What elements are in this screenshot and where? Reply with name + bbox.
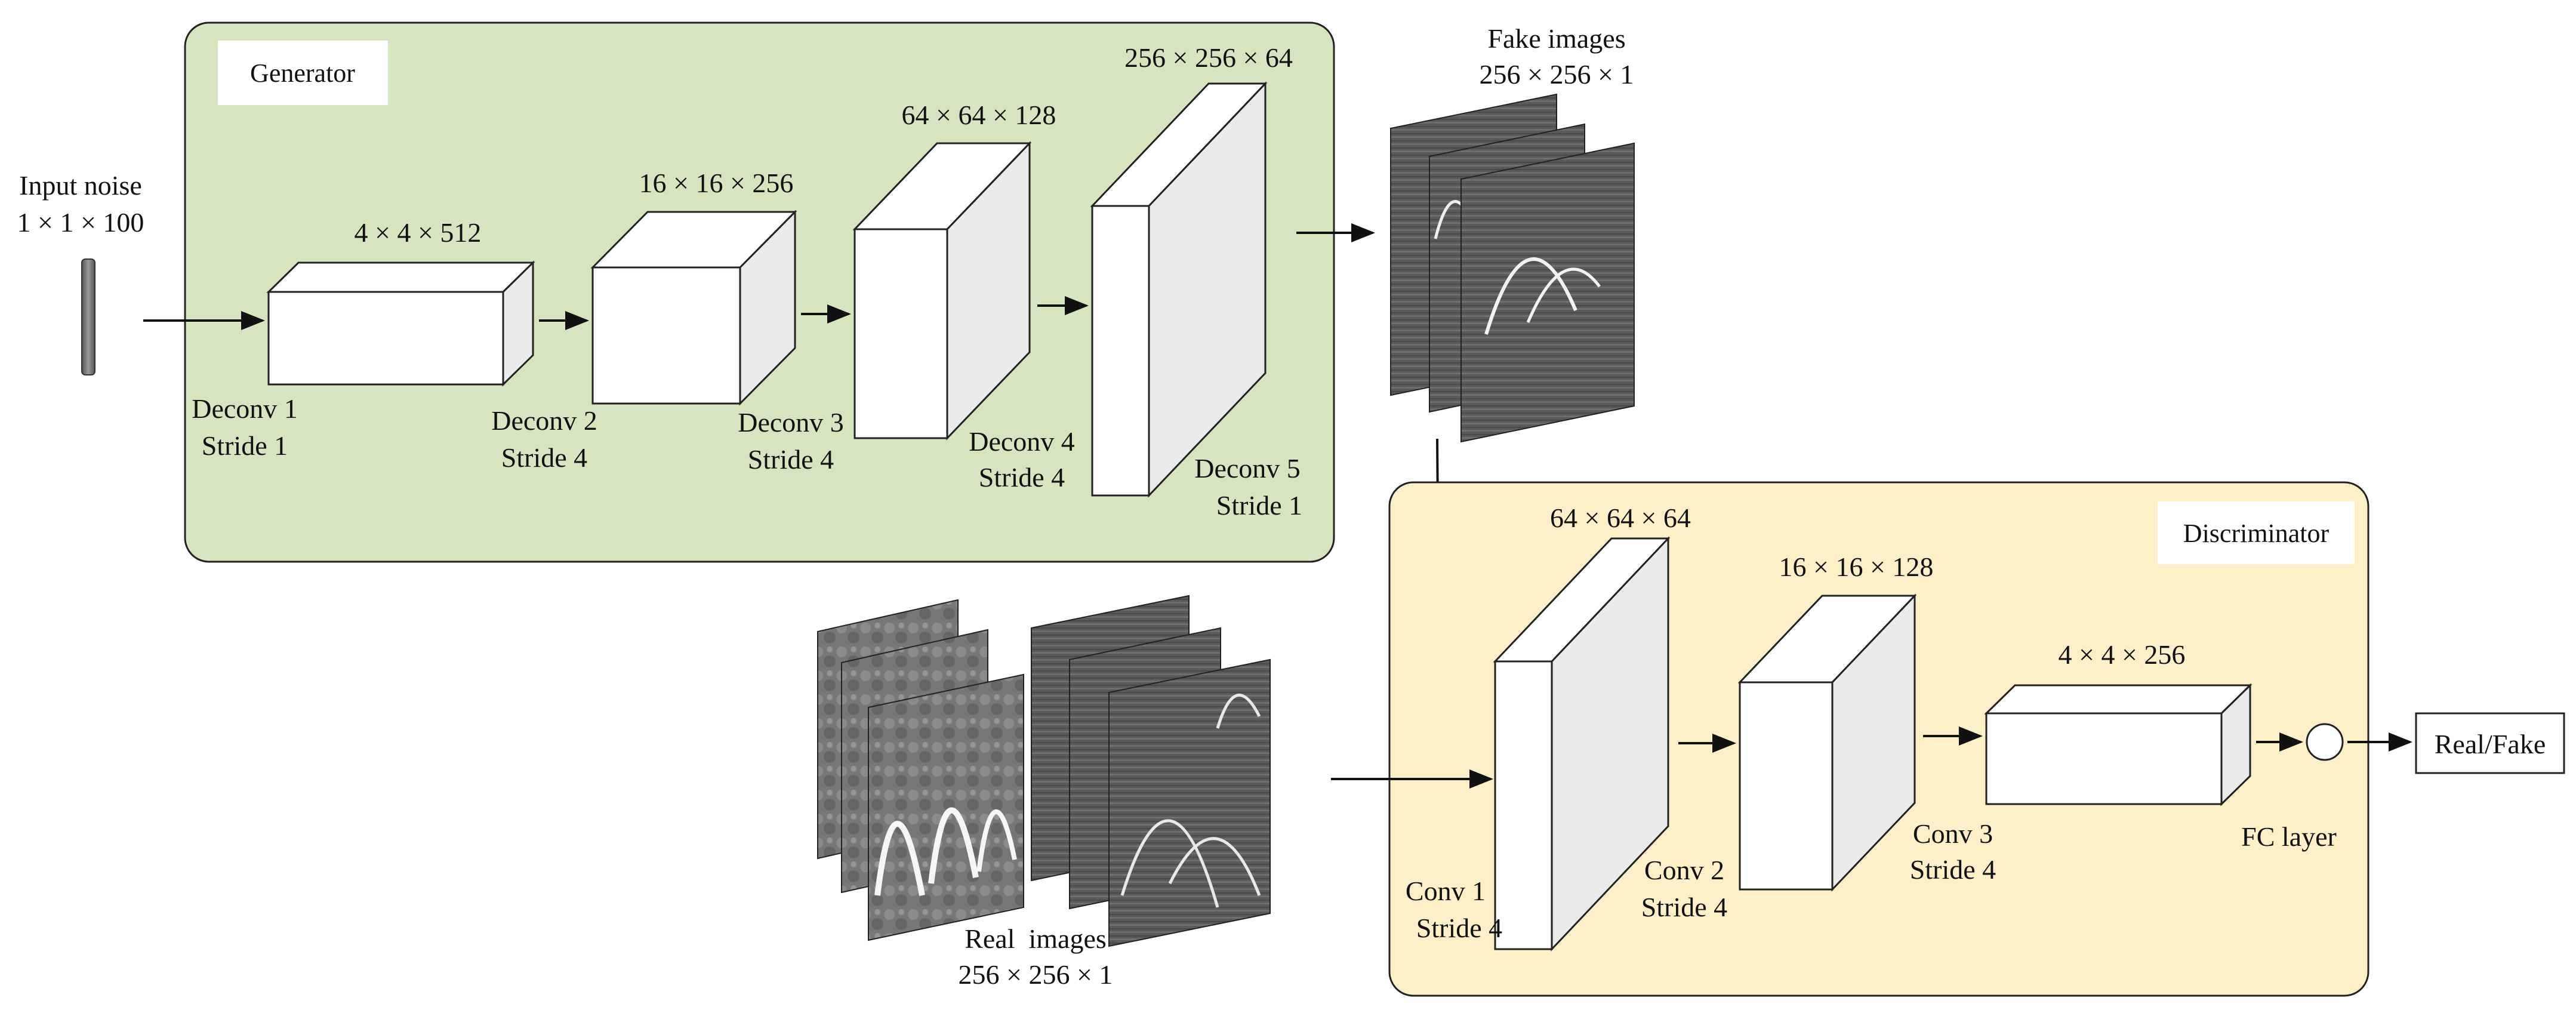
noise-vector-bar <box>81 258 95 375</box>
real-fake-output: Real/Fake <box>2415 712 2565 774</box>
deconv1-stride: Stride 1 <box>202 430 288 461</box>
generator-arrows <box>143 223 1375 330</box>
fake-images-dims: 256 × 256 × 1 <box>1480 59 1634 90</box>
deconv2-name: Deconv 2 <box>491 405 597 436</box>
deconv3-stride: Stride 4 <box>748 444 834 475</box>
conv1-name: Conv 1 <box>1406 876 1486 906</box>
deconv2-stride: Stride 4 <box>501 442 587 473</box>
input-noise: Input noise 1 × 1 × 100 <box>17 170 144 375</box>
conv3-dims: 4 × 4 × 256 <box>2059 639 2186 670</box>
conv3-name: Conv 3 <box>1913 818 1993 849</box>
deconv2-dims: 16 × 16 × 256 <box>639 168 794 198</box>
fake-images-label: Fake images <box>1487 23 1625 54</box>
real-images-dims: 256 × 256 × 1 <box>959 959 1113 990</box>
conv2-name: Conv 2 <box>1644 855 1724 885</box>
deconv1-name: Deconv 1 <box>192 393 298 424</box>
discriminator-arrows <box>1678 726 2412 753</box>
deconv5-stride: Stride 1 <box>1216 490 1302 521</box>
conv2-block <box>1737 593 1917 892</box>
deconv2-block <box>590 210 797 406</box>
deconv3-block <box>852 141 1032 441</box>
fc-layer-node <box>2306 723 2344 761</box>
real-images-label: Real images <box>965 923 1107 954</box>
deconv4-stride: Stride 4 <box>979 462 1065 492</box>
deconv1-block <box>266 260 535 387</box>
deconv4-dims: 256 × 256 × 64 <box>1124 42 1293 73</box>
deconv1-dims: 4 × 4 × 512 <box>355 217 482 248</box>
conv2-stride: Stride 4 <box>1641 892 1727 922</box>
generator-title: Generator <box>250 59 355 88</box>
conv1-block <box>1493 536 1671 952</box>
input-noise-dims: 1 × 1 × 100 <box>17 207 144 238</box>
deconv3-name: Deconv 3 <box>738 407 844 438</box>
discriminator-title: Discriminator <box>2183 519 2330 548</box>
deconv3-dims: 64 × 64 × 128 <box>902 100 1056 130</box>
deconv4-name: Deconv 4 <box>969 426 1075 457</box>
input-noise-label: Input noise <box>19 170 142 201</box>
conv3-stride: Stride 4 <box>1910 854 1996 885</box>
deconv5-name: Deconv 5 <box>1194 453 1301 484</box>
deconv4-block <box>1090 81 1268 498</box>
fake-images-stack <box>1390 93 1635 443</box>
conv3-block <box>1984 683 2253 806</box>
conv1-dims: 64 × 64 × 64 <box>1550 503 1691 533</box>
conv2-dims: 16 × 16 × 128 <box>1779 552 1934 582</box>
conv1-stride: Stride 4 <box>1416 913 1502 943</box>
real-fake-label: Real/Fake <box>2435 729 2546 759</box>
real-images-stack <box>817 595 1271 947</box>
fc-layer-label: FC layer <box>2241 821 2337 852</box>
